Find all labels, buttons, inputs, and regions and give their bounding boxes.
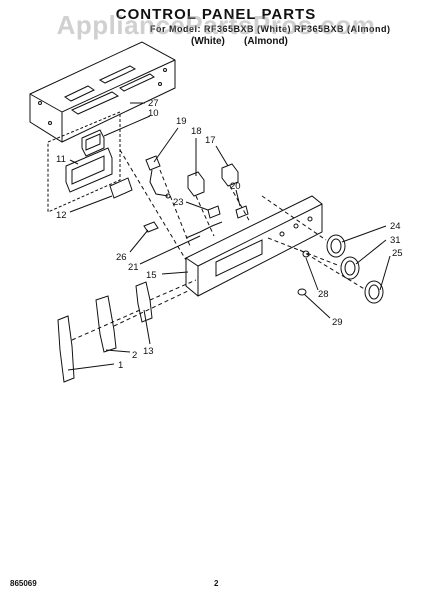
callout-12: 12 <box>56 210 67 221</box>
callout-25: 25 <box>392 248 403 259</box>
lens-part <box>109 177 133 199</box>
clock-display-part <box>65 147 113 193</box>
alignment-lines <box>71 149 367 341</box>
variant-white-label: (White) <box>191 36 225 47</box>
end-bracket-part <box>135 281 153 323</box>
callout-23: 23 <box>173 197 184 208</box>
callout-labels: 27 10 19 18 17 11 20 23 12 24 31 26 25 2… <box>56 98 403 371</box>
callout-20: 20 <box>230 181 241 192</box>
callout-1: 1 <box>118 360 123 371</box>
page-title: CONTROL PANEL PARTS <box>115 6 317 23</box>
callout-17: 17 <box>205 135 216 146</box>
callout-28: 28 <box>318 289 329 300</box>
callout-11: 11 <box>56 154 66 165</box>
spacer-part <box>297 288 307 296</box>
side-bracket-part <box>95 295 117 353</box>
callout-26: 26 <box>116 252 127 263</box>
end-cap-part <box>57 315 75 383</box>
model-subtitle: For Model: RF365BXB (White) RF365BXB (Al… <box>150 24 391 34</box>
callout-13: 13 <box>143 346 154 357</box>
knob-lower-part <box>364 280 384 304</box>
callout-18: 18 <box>191 126 202 137</box>
callout-15: 15 <box>146 270 157 281</box>
knob-upper-part <box>326 234 346 258</box>
clip-part <box>143 221 159 233</box>
footer-code: 865069 <box>10 579 37 588</box>
callout-10: 10 <box>148 108 159 119</box>
control-panel-part <box>185 195 323 297</box>
callout-27: 27 <box>148 98 159 109</box>
rocker-switch-part <box>221 163 239 187</box>
page-number: 2 <box>214 579 219 588</box>
leader-lines <box>67 102 391 371</box>
watermark: AppliancePartsPros.com <box>56 10 376 40</box>
back-panel-part <box>29 41 176 143</box>
callout-21: 21 <box>128 262 139 273</box>
bracket-part <box>81 129 105 157</box>
connector-part <box>235 205 249 219</box>
callout-2: 2 <box>132 350 137 361</box>
callout-24: 24 <box>390 221 401 232</box>
variant-almond-label: (Almond) <box>244 36 288 47</box>
callout-31: 31 <box>390 235 401 246</box>
callout-29: 29 <box>332 317 343 328</box>
knob-middle-part <box>340 256 360 280</box>
wire-harness-part <box>185 221 223 239</box>
switch-wire-part <box>145 155 171 199</box>
assembly-group-outline <box>47 111 121 213</box>
switch-part <box>187 171 205 197</box>
terminal-part <box>207 205 221 219</box>
callout-19: 19 <box>176 116 187 127</box>
